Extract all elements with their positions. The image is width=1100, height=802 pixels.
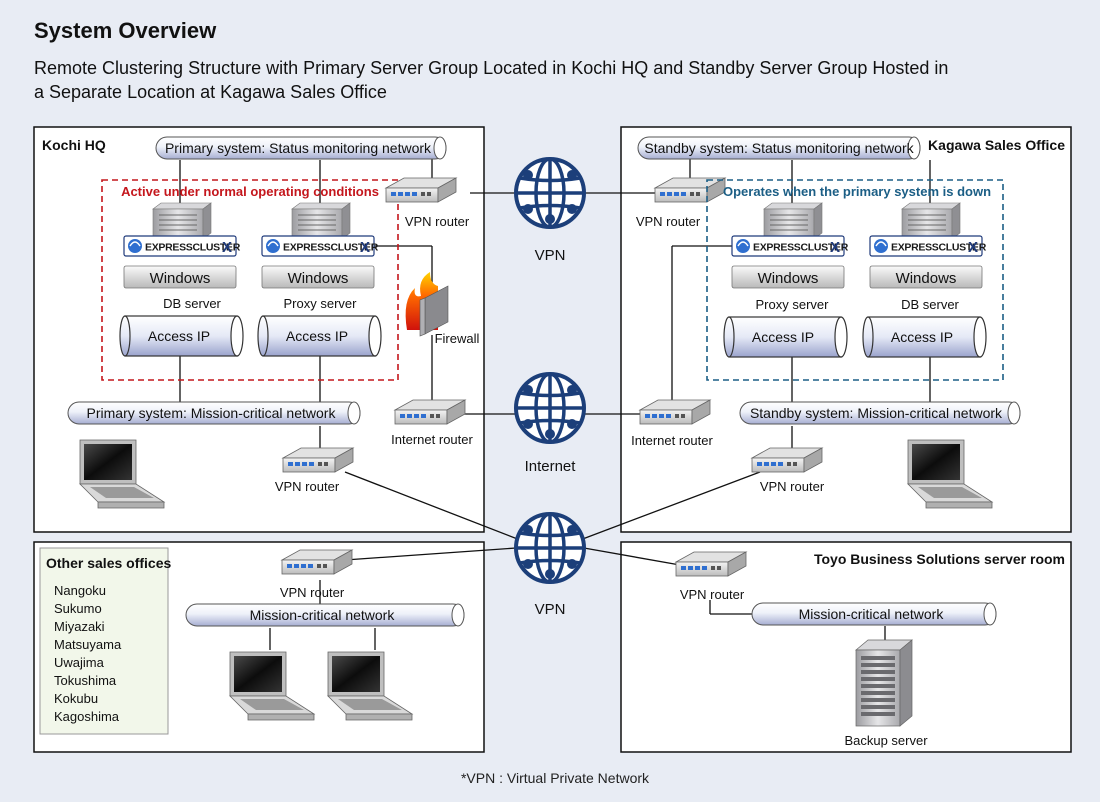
region-title-kochi: Kochi HQ bbox=[42, 137, 106, 153]
region-toyo-server-room bbox=[620, 541, 1072, 753]
backup-server-label: Backup server bbox=[844, 733, 928, 748]
expresscluster-logo-icon bbox=[731, 235, 850, 257]
globe-icon bbox=[514, 372, 586, 444]
kagawa-mission-network-label: Standby system: Mission-critical network bbox=[750, 405, 1003, 421]
other-mission-network-pipe: Mission-critical network bbox=[185, 603, 465, 627]
firewall-label: Firewall bbox=[435, 331, 480, 346]
kagawa-db-server: Windows DB server Access IP bbox=[862, 202, 988, 358]
kochi-vpn-router-bottom: VPN router bbox=[275, 447, 354, 494]
office-item: Sukumo bbox=[54, 601, 102, 616]
kochi-status-network-label: Primary system: Status monitoring networ… bbox=[165, 140, 432, 156]
vpn-bottom-label: VPN bbox=[535, 601, 566, 618]
active-group-boundary bbox=[101, 179, 399, 381]
router-label: VPN router bbox=[405, 214, 470, 229]
router-label: VPN router bbox=[275, 479, 340, 494]
access-ip-label: Access IP bbox=[286, 328, 348, 344]
server-role-label: DB server bbox=[901, 297, 959, 312]
router-label: VPN router bbox=[760, 479, 825, 494]
toyo-mission-network-pipe: Mission-critical network bbox=[751, 602, 997, 626]
access-ip-label: Access IP bbox=[891, 329, 953, 345]
kochi-status-network-pipe: Primary system: Status monitoring networ… bbox=[155, 136, 447, 160]
router-label: VPN router bbox=[636, 214, 701, 229]
footnote: *VPN : Virtual Private Network bbox=[461, 770, 650, 786]
access-ip-label: Access IP bbox=[752, 329, 814, 345]
server-tower-icon bbox=[901, 202, 961, 240]
vpn-bottom-globe: VPN bbox=[514, 512, 586, 618]
toyo-backup-server: Backup server bbox=[844, 639, 928, 748]
server-os-label: Windows bbox=[758, 270, 819, 287]
kagawa-proxy-server: Windows Proxy server Access IP bbox=[723, 202, 850, 358]
kochi-db-server: Windows DB server Access IP bbox=[119, 202, 244, 357]
vpn-top-label: VPN bbox=[535, 247, 566, 264]
office-item: Uwajima bbox=[54, 655, 105, 670]
server-tower-icon bbox=[763, 202, 823, 240]
other-mission-network-label: Mission-critical network bbox=[250, 607, 396, 623]
toyo-vpn-router: VPN router bbox=[675, 551, 747, 602]
standby-group-boundary bbox=[706, 179, 1004, 381]
other-vpn-router: VPN router bbox=[280, 549, 353, 600]
router-label: Internet router bbox=[391, 432, 473, 447]
server-os-label: Windows bbox=[896, 270, 957, 287]
office-item: Matsuyama bbox=[54, 637, 122, 652]
server-os-label: Windows bbox=[150, 270, 211, 287]
expresscluster-logo-icon bbox=[261, 235, 380, 257]
office-item: Kokubu bbox=[54, 691, 98, 706]
kochi-internet-router: Internet router bbox=[391, 399, 473, 447]
office-item: Miyazaki bbox=[54, 619, 105, 634]
page-title: System Overview bbox=[34, 18, 217, 43]
kochi-firewall: Firewall bbox=[405, 272, 480, 346]
router-label: VPN router bbox=[280, 585, 345, 600]
page-subtitle-line2: a Separate Location at Kagawa Sales Offi… bbox=[34, 82, 387, 102]
page-subtitle-line1: Remote Clustering Structure with Primary… bbox=[34, 58, 948, 78]
offices-list-panel bbox=[39, 547, 169, 735]
kochi-mission-network-label: Primary system: Mission-critical network bbox=[87, 405, 337, 421]
kagawa-internet-router: Internet router bbox=[631, 399, 713, 448]
office-item: Tokushima bbox=[54, 673, 117, 688]
kagawa-status-network-label: Standby system: Status monitoring networ… bbox=[644, 140, 914, 156]
connection-lines bbox=[179, 159, 931, 650]
server-role-label: Proxy server bbox=[284, 296, 358, 311]
office-item: Nangoku bbox=[54, 583, 106, 598]
server-tower-icon bbox=[291, 202, 351, 240]
internet-label: Internet bbox=[525, 458, 577, 475]
offices-list: Nangoku Sukumo Miyazaki Matsuyama Uwajim… bbox=[54, 583, 122, 724]
kagawa-vpn-router-top: VPN router bbox=[636, 177, 726, 229]
region-title-kagawa: Kagawa Sales Office bbox=[928, 137, 1065, 153]
server-role-label: Proxy server bbox=[756, 297, 830, 312]
kochi-vpn-router-top: VPN router bbox=[385, 177, 470, 229]
expresscluster-logo-icon bbox=[869, 235, 988, 257]
vpn-top-globe: VPN bbox=[514, 157, 586, 264]
region-title-toyo: Toyo Business Solutions server room bbox=[814, 551, 1065, 567]
kagawa-mission-network-pipe: Standby system: Mission-critical network bbox=[739, 401, 1021, 425]
server-role-label: DB server bbox=[163, 296, 221, 311]
offices-list-title: Other sales offices bbox=[46, 555, 171, 571]
router-label: VPN router bbox=[680, 587, 745, 602]
kagawa-vpn-router-bottom: VPN router bbox=[751, 447, 825, 494]
globe-icon bbox=[514, 157, 586, 229]
office-item: Kagoshima bbox=[54, 709, 120, 724]
kagawa-status-network-pipe: Standby system: Status monitoring networ… bbox=[637, 136, 921, 160]
globe-icon bbox=[514, 512, 586, 584]
server-tower-icon bbox=[152, 202, 212, 240]
access-ip-label: Access IP bbox=[148, 328, 210, 344]
toyo-mission-network-label: Mission-critical network bbox=[799, 606, 945, 622]
active-group-label: Active under normal operating conditions bbox=[121, 184, 379, 199]
backup-server-rack-icon bbox=[855, 639, 913, 727]
standby-group-label: Operates when the primary system is down bbox=[723, 184, 991, 199]
server-os-label: Windows bbox=[288, 270, 349, 287]
kochi-mission-network-pipe: Primary system: Mission-critical network bbox=[67, 401, 361, 425]
expresscluster-logo-icon bbox=[123, 235, 242, 257]
internet-globe: Internet bbox=[514, 372, 586, 475]
router-label: Internet router bbox=[631, 433, 713, 448]
kochi-proxy-server: Windows Proxy server Access IP bbox=[257, 202, 382, 357]
